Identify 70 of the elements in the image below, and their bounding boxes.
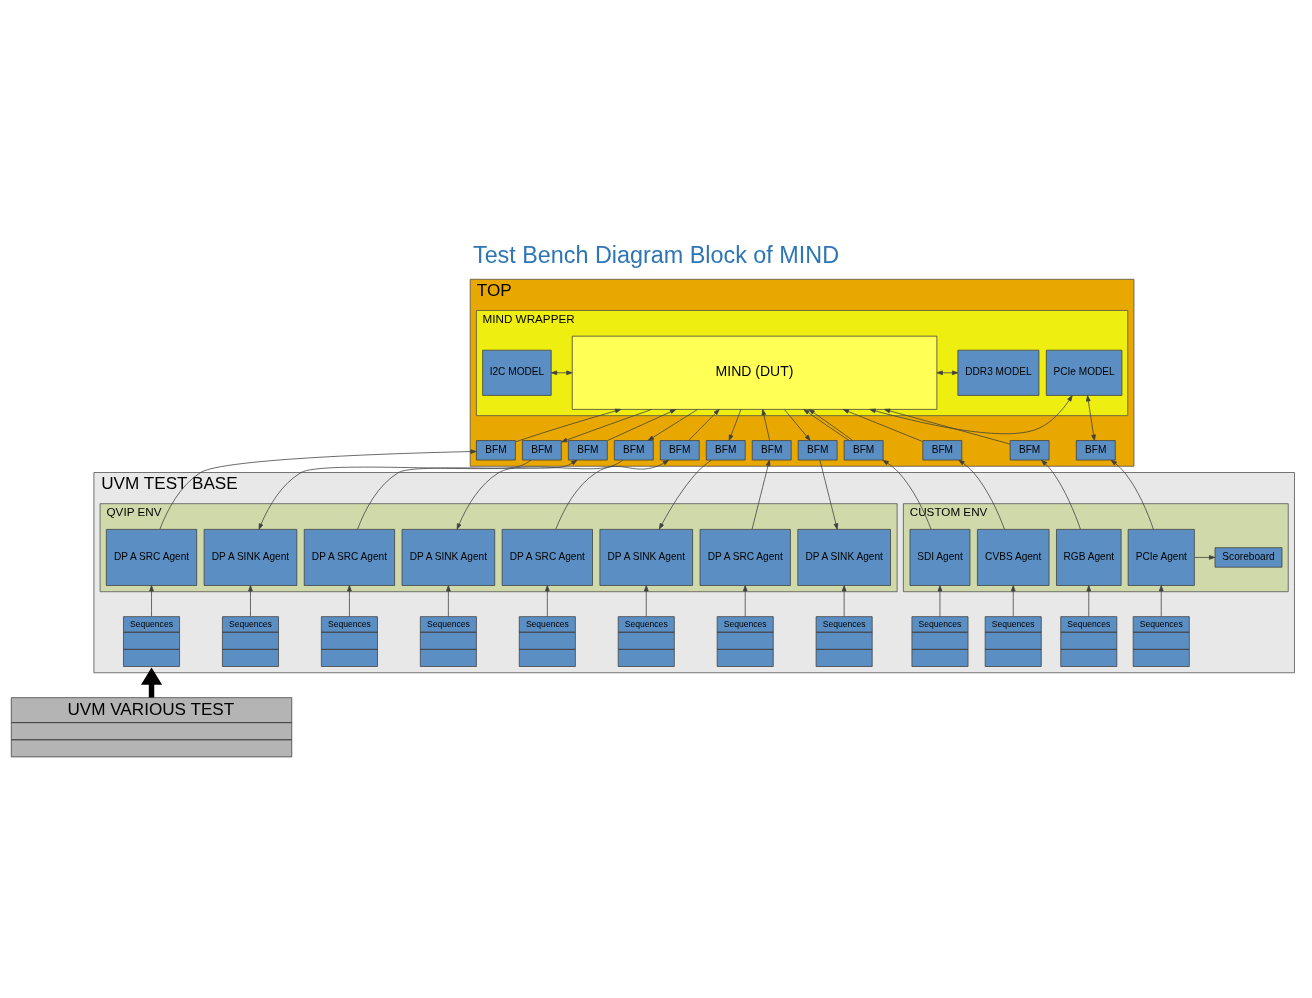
arrow (884, 408, 1011, 445)
arrow (1110, 459, 1154, 530)
arrow (248, 585, 253, 617)
node-box: MIND (DUT) (571, 335, 938, 410)
arrow (1041, 459, 1081, 530)
node-box: BFM (705, 440, 746, 461)
arrow (658, 459, 712, 530)
arrow (869, 395, 1073, 435)
arrow (357, 459, 578, 530)
node-box: I2C MODEL (482, 349, 552, 396)
arrow (347, 585, 352, 617)
node-box: DDR3 MODEL (957, 349, 1040, 396)
arrow (515, 408, 622, 443)
node-box: BFM (797, 440, 838, 461)
node-box: DP A SRC Agent (699, 529, 791, 586)
arrow (958, 459, 1005, 530)
node-box: DP A SINK Agent (203, 529, 298, 586)
arrow (936, 370, 959, 376)
node-box: BFM (476, 440, 516, 461)
arrow (446, 585, 451, 617)
arrow (819, 459, 839, 530)
arrow (728, 409, 742, 441)
node-box: PCIe MODEL (1045, 349, 1123, 396)
node-box: BFM (1075, 440, 1116, 461)
node-box: RGB Agent (1056, 529, 1122, 586)
node-box: BFM (659, 440, 700, 461)
arrow (456, 459, 624, 530)
arrow (555, 459, 669, 530)
arrow (550, 370, 573, 376)
arrow (742, 585, 748, 617)
arrow (545, 585, 550, 617)
arrow (1086, 395, 1096, 441)
arrow (561, 409, 653, 443)
node-box: DP A SINK Agent (401, 529, 496, 586)
arrow (882, 459, 932, 530)
node-box: BFM (567, 440, 608, 461)
node-box: DP A SRC Agent (501, 529, 593, 586)
node-box: BFM (843, 440, 884, 461)
arrow (159, 449, 477, 530)
arrow (258, 459, 532, 530)
arrow (751, 459, 771, 530)
arrow (761, 409, 771, 441)
node-box: PCIe Agent (1127, 529, 1195, 586)
arrow (140, 667, 163, 698)
arrow (643, 585, 649, 617)
node-box: BFM (1009, 440, 1050, 461)
arrow (842, 409, 923, 442)
arrow (1158, 585, 1164, 617)
node-box: DP A SRC Agent (105, 529, 198, 586)
arrow (1010, 585, 1016, 617)
node-box: DP A SINK Agent (797, 529, 891, 586)
arrow (1086, 585, 1092, 617)
arrow (841, 585, 847, 617)
diagram-title: Test Bench Diagram Block of MIND (472, 241, 840, 268)
arrow (937, 585, 943, 617)
arrow (607, 409, 677, 441)
node-box: DP A SINK Agent (599, 529, 693, 586)
node-box: CVBS Agent (977, 529, 1050, 586)
arrow (647, 409, 698, 441)
node-box: BFM (522, 440, 562, 461)
node-box: DP A SRC Agent (303, 529, 395, 586)
arrow (688, 409, 720, 441)
node-box: Scoreboard (1214, 547, 1283, 568)
node-box: BFM (751, 440, 792, 461)
arrow (149, 585, 154, 617)
node-box: BFM (613, 440, 654, 461)
arrow (1194, 555, 1216, 560)
node-box: SDI Agent (909, 529, 971, 586)
node-box: BFM (922, 440, 963, 461)
arrow (784, 409, 811, 441)
